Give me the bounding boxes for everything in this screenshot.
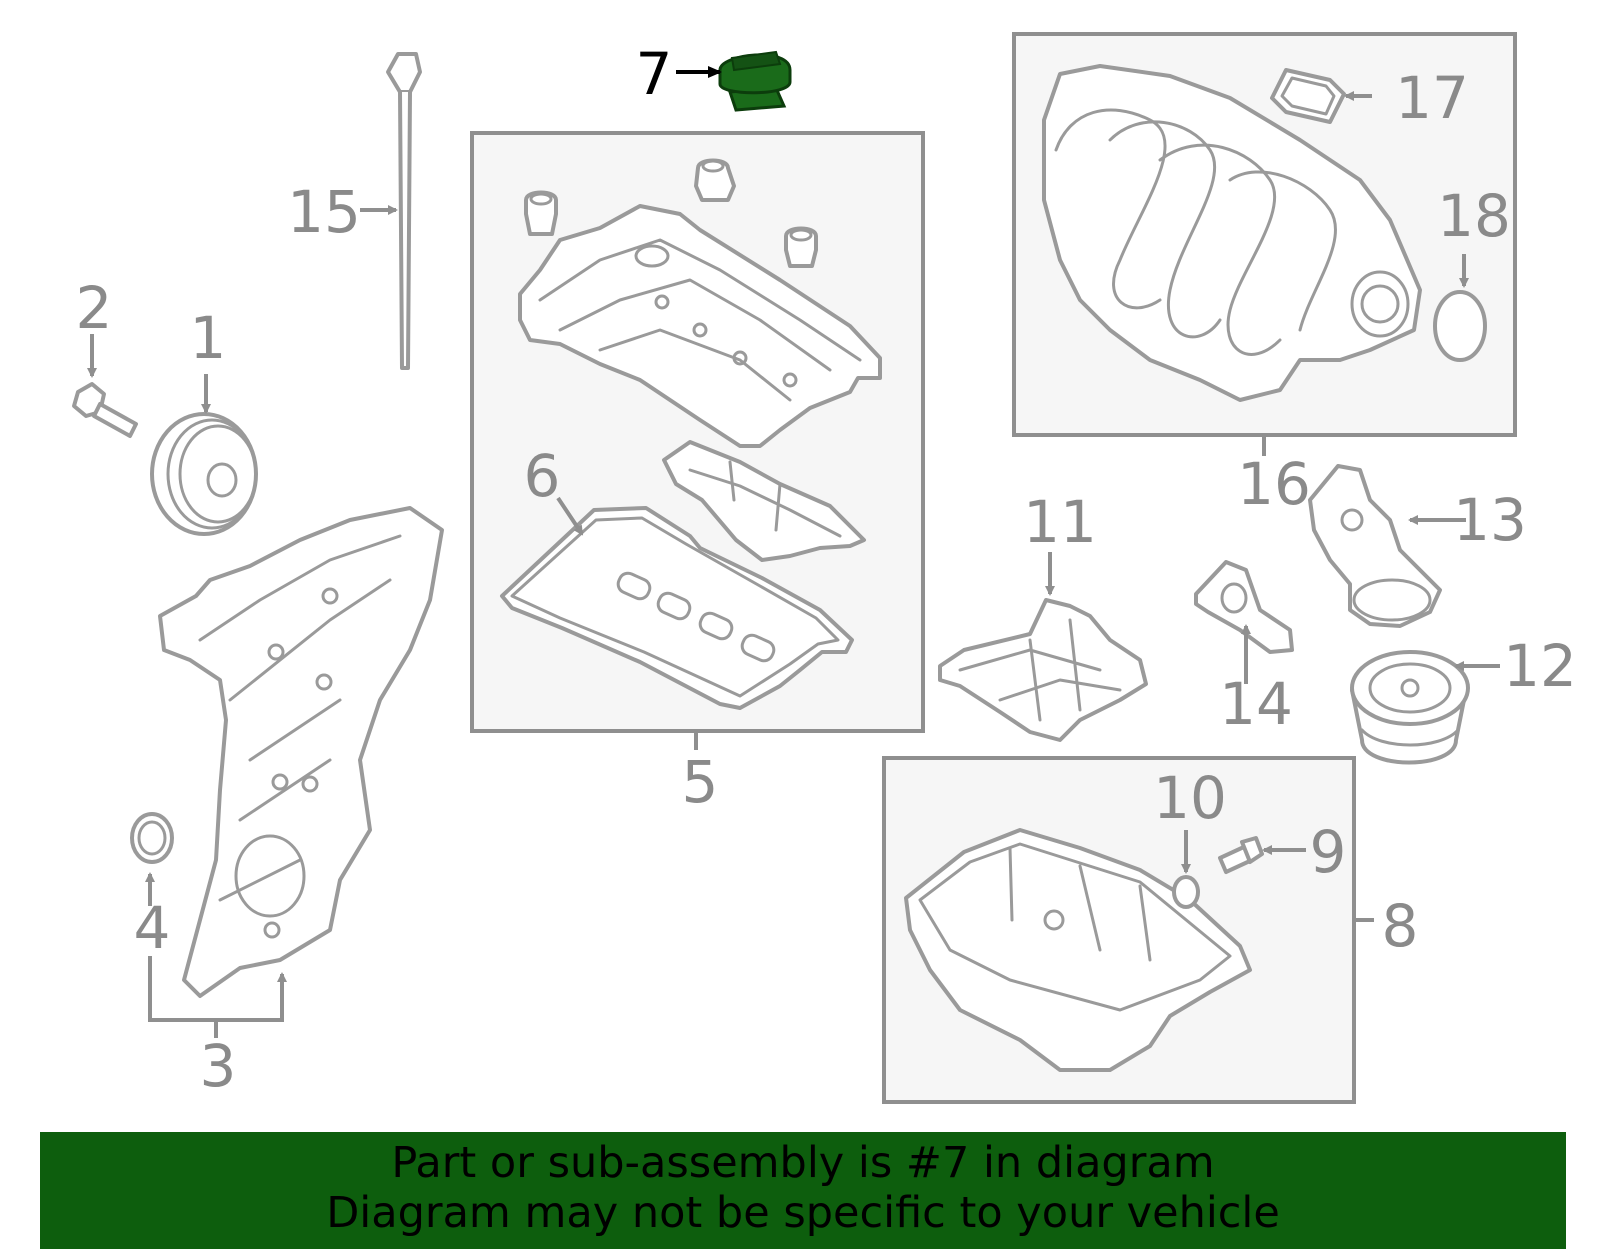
label-7[interactable]: 7 [636,40,673,108]
drain-washer [1172,875,1200,909]
label-16: 16 [1237,450,1311,518]
label-1: 1 [190,304,227,372]
o-ring [1433,290,1487,362]
crankshaft-pulley [150,412,258,536]
label-8: 8 [1382,892,1419,960]
oil-filler-cap[interactable] [718,50,792,112]
front-seal [130,812,174,864]
label-11: 11 [1023,488,1097,556]
timing-cover [158,506,444,998]
oil-filter [1350,650,1470,765]
label-17: 17 [1395,64,1469,132]
label-6: 6 [524,442,561,510]
leader-lines [87,91,1500,1038]
valve-cover [518,204,882,448]
label-18: 18 [1437,182,1511,250]
banner-line-2: Diagram may not be specific to your vehi… [326,1188,1280,1238]
intake-manifold [1042,64,1422,402]
dipstick [386,52,422,370]
oil-cooler-gasket [1194,560,1294,654]
valve-cover-gasket [500,506,854,710]
label-15: 15 [287,178,361,246]
label-14: 14 [1219,670,1293,738]
label-5: 5 [682,748,719,816]
oil-pan [904,828,1252,1072]
info-banner: Part or sub-assembly is #7 in diagram Di… [40,1132,1566,1249]
label-4: 4 [134,894,171,962]
label-12: 12 [1503,632,1577,700]
oil-filter-adapter [1308,464,1442,628]
valve-cover-grommets [524,158,818,268]
label-9: 9 [1310,818,1347,886]
oil-separator-plate [938,598,1148,742]
baffle-plate [662,440,866,562]
banner-line-1: Part or sub-assembly is #7 in diagram [391,1138,1215,1188]
label-3: 3 [200,1032,237,1100]
label-13: 13 [1453,486,1527,554]
label-10: 10 [1153,764,1227,832]
label-2: 2 [76,274,113,342]
pulley-bolt [72,382,138,438]
